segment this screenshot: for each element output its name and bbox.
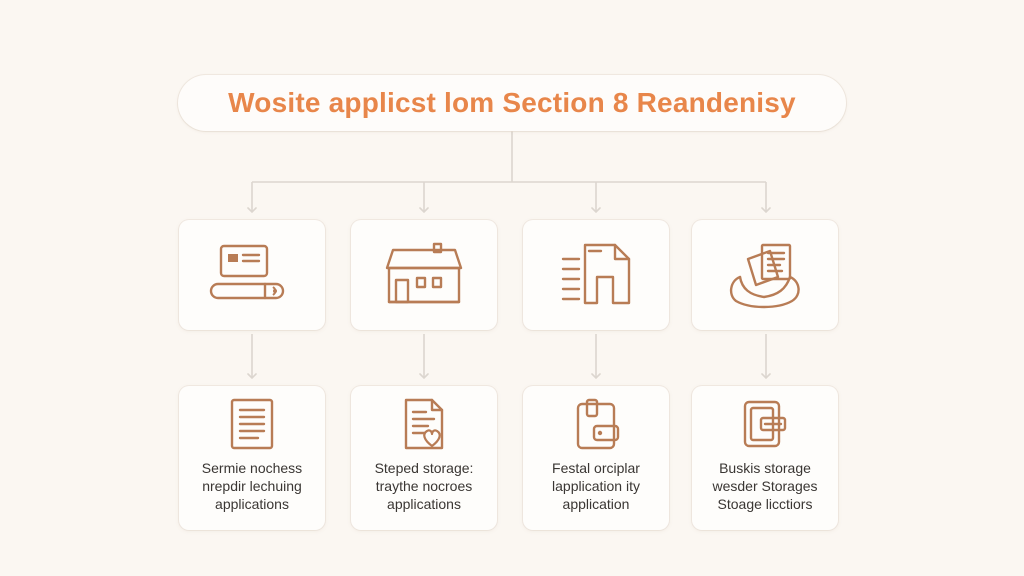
label-line: Steped storage: xyxy=(374,460,474,476)
label-line: Festal orciplar xyxy=(552,460,640,476)
label-line: lapplication ity xyxy=(552,478,640,494)
bottom-card-3-label: Festal orciplar lapplication ity applica… xyxy=(527,459,665,513)
bottom-card-3: Festal orciplar lapplication ity applica… xyxy=(523,386,669,530)
document-list-icon xyxy=(561,243,631,305)
bottom-card-2-label: Steped storage: traythe nocroes applicat… xyxy=(355,459,493,513)
bottom-card-1: Sermie nochess nrepdir lechuing applicat… xyxy=(179,386,325,530)
clipboard-icon xyxy=(576,398,620,450)
bottom-card-2: Steped storage: traythe nocroes applicat… xyxy=(351,386,497,530)
bottom-card-4: Buskis storage wesder Storages Stoage li… xyxy=(692,386,838,530)
house-icon xyxy=(385,242,463,304)
label-line: traythe nocroes xyxy=(375,478,473,494)
label-line: Sermie nochess xyxy=(201,460,303,476)
label-line: wesder Storages xyxy=(712,478,818,494)
diagram-title: Wosite applicst lom Section 8 Reandenisy xyxy=(228,87,796,118)
top-card-2 xyxy=(351,220,497,330)
top-card-3 xyxy=(523,220,669,330)
id-card-icon xyxy=(209,244,285,300)
label-line: nrepdir lechuing xyxy=(202,478,302,494)
storage-drive-icon xyxy=(743,400,787,448)
document-icon xyxy=(230,398,274,450)
top-card-1 xyxy=(179,220,325,330)
label-line: applications xyxy=(215,496,289,512)
label-line: Stoage licctiors xyxy=(717,496,813,512)
label-line: application xyxy=(562,496,630,512)
label-line: applications xyxy=(387,496,461,512)
bottom-card-4-label: Buskis storage wesder Storages Stoage li… xyxy=(696,459,834,513)
top-card-4 xyxy=(692,220,838,330)
bottom-card-1-label: Sermie nochess nrepdir lechuing applicat… xyxy=(183,459,321,513)
document-heart-icon xyxy=(404,398,444,450)
label-line: Buskis storage xyxy=(719,460,811,476)
title-box: Wosite applicst lom Section 8 Reandenisy xyxy=(178,75,846,131)
papers-bag-icon xyxy=(729,243,800,309)
